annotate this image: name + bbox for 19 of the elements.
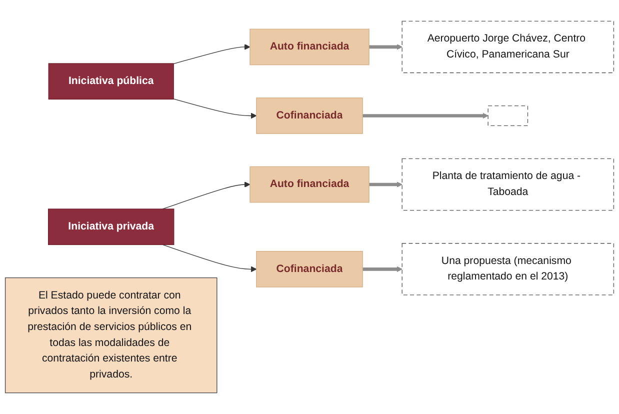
arrow [362,112,488,119]
arrow [162,182,250,210]
node-box: Auto financiada [250,166,370,203]
node-box: El Estado puede contratar con privados tanto la inversión como la prestación de servicios públicos en todas las modalidades de contratación existentes entre privados. [4,277,218,394]
node-box: Una propuesta (mecanismo reglamentado en el 2013) [402,243,614,296]
node-box: Iniciativa privada [48,208,174,246]
node-box: Cofinanciada [256,98,363,134]
arrow [162,244,257,272]
node-box: Auto financiada [250,28,370,66]
arrow [369,182,402,188]
arrow [362,266,402,272]
node-box: Planta de tratamiento de agua - Taboada [402,158,614,211]
node-box: Aeropuerto Jorge Chávez, Centro Cívico, Panamericana Sur [402,20,614,74]
node-box: Cofinanciada [256,250,363,288]
arrow [173,98,257,119]
node-box: Iniciativa pública [48,63,174,100]
arrow [369,44,402,50]
arrow [173,44,250,64]
node-box [488,106,528,126]
